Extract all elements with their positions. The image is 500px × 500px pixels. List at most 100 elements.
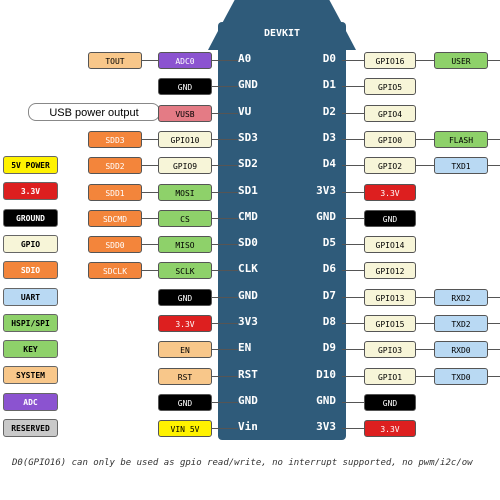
connector-line [416, 60, 434, 61]
left-pin-label: A0 [238, 52, 252, 65]
connector-line [488, 349, 500, 351]
right-pin-label: D3 [322, 130, 336, 144]
legend-item: RESERVED [3, 419, 58, 437]
right-function-box: GPIO5 [364, 78, 416, 96]
connector-line [212, 244, 238, 246]
legend-item: 3.3V [3, 182, 58, 201]
left-pin-label: GND [238, 288, 258, 302]
connector-line [212, 60, 238, 61]
left-pin-label: RST [238, 367, 258, 381]
connector-line [212, 165, 238, 167]
right-pin-label: D4 [322, 157, 336, 171]
left-pin-label: VU [238, 104, 252, 118]
connector-line [142, 244, 158, 246]
left-function-box: EN [158, 341, 212, 359]
right-pin-label: D10 [316, 367, 336, 381]
left-function-box: ADC0 [158, 52, 212, 69]
right-pin-label: D6 [322, 262, 336, 276]
right-function-box: GND [364, 393, 416, 411]
connector-line [488, 323, 500, 324]
left-pin-label: Vin [238, 420, 258, 434]
connector-line [342, 191, 364, 193]
left-function-box: CS [158, 209, 212, 227]
usb-power-callout: USB power output [28, 103, 160, 121]
left-pin-label: GND [238, 78, 258, 92]
right-pin-label: D8 [322, 315, 336, 328]
left-function-box: GPIO10 [158, 130, 212, 148]
left-alt-box: TOUT [88, 52, 142, 69]
left-function-box: GND [158, 393, 212, 411]
connector-line [142, 217, 158, 219]
connector-line [212, 86, 238, 88]
connector-line [488, 60, 500, 61]
right-pin-label: GND [316, 209, 336, 223]
right-function-box: GPIO13 [364, 288, 416, 306]
connector-line [342, 60, 364, 61]
left-function-box: RST [158, 367, 212, 385]
connector-line [212, 296, 238, 298]
right-pin-label: D7 [322, 288, 336, 302]
left-alt-box: SDD0 [88, 236, 142, 254]
right-alt-box: RXD0 [434, 341, 488, 359]
right-pin-label: D1 [322, 78, 336, 92]
left-function-box: MOSI [158, 183, 212, 201]
connector-line [142, 191, 158, 193]
connector-line [488, 138, 500, 140]
right-pin-label: 3V3 [316, 183, 336, 197]
connector-line [416, 165, 434, 167]
legend-item: KEY [3, 340, 58, 359]
left-pin-label: CLK [238, 262, 258, 276]
right-pin-label: D0 [322, 52, 336, 65]
connector-line [342, 244, 364, 246]
connector-line [212, 375, 238, 377]
left-function-box: GND [158, 288, 212, 306]
right-alt-box: USER [434, 52, 488, 69]
right-function-box: GPIO0 [364, 130, 416, 148]
left-pin-label: SD0 [238, 236, 258, 250]
left-alt-box: SDD1 [88, 183, 142, 201]
connector-line [488, 375, 500, 377]
right-function-box: GPIO15 [364, 315, 416, 332]
connector-line [212, 191, 238, 193]
legend-item: GPIO [3, 234, 58, 253]
right-function-box: GPIO12 [364, 262, 416, 280]
right-pin-label: GND [316, 393, 336, 407]
legend-item: GROUND [3, 208, 58, 227]
connector-line [212, 428, 238, 430]
connector-line [212, 349, 238, 351]
left-function-box: SCLK [158, 262, 212, 280]
right-alt-box: TXD1 [434, 157, 488, 175]
left-function-box: VUSB [158, 104, 212, 122]
connector-line [416, 323, 434, 324]
connector-line [416, 375, 434, 377]
right-pin-label: D9 [322, 341, 336, 355]
legend-item: SYSTEM [3, 366, 58, 385]
left-function-box: MISO [158, 236, 212, 254]
connector-line [142, 165, 158, 167]
legend-item: HSPI/SPI [3, 313, 58, 332]
devkit-board [218, 22, 346, 440]
connector-line [212, 138, 238, 140]
connector-line [342, 112, 364, 114]
connector-line [342, 296, 364, 298]
right-alt-box: TXD0 [434, 367, 488, 385]
right-alt-box: TXD2 [434, 315, 488, 332]
right-function-box: GND [364, 209, 416, 227]
right-pin-label: D2 [322, 104, 336, 118]
right-function-box: GPIO16 [364, 52, 416, 69]
connector-line [342, 428, 364, 430]
connector-line [342, 349, 364, 351]
right-function-box: GPIO1 [364, 367, 416, 385]
connector-line [488, 165, 500, 167]
left-pin-label: CMD [238, 209, 258, 223]
connector-line [212, 217, 238, 219]
left-alt-box: SDD3 [88, 130, 142, 148]
connector-line [342, 401, 364, 403]
connector-line [142, 270, 158, 272]
left-function-box: VIN 5V [158, 420, 212, 438]
connector-line [488, 296, 500, 298]
right-function-box: GPIO2 [364, 157, 416, 175]
right-alt-box: RXD2 [434, 288, 488, 306]
connector-line [342, 138, 364, 140]
connector-line [142, 138, 158, 140]
